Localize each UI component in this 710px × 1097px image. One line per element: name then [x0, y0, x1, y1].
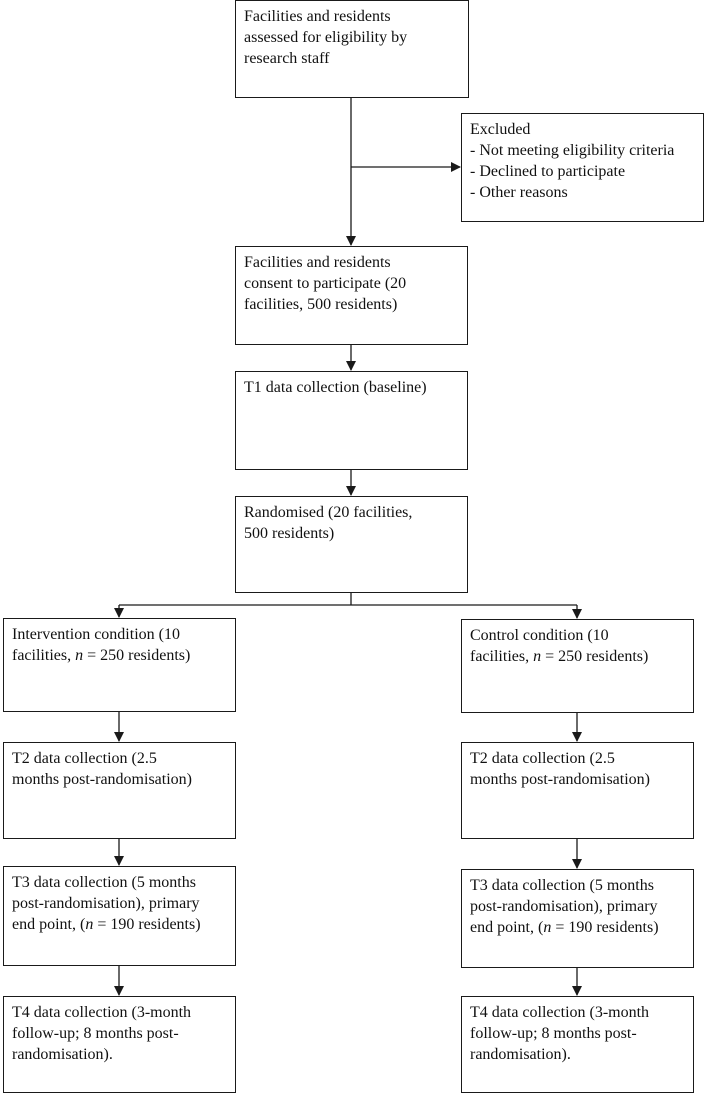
t1-box: T1 data collection (baseline)	[235, 371, 468, 470]
right-t2-text: T2 data collection (2.5 months post-rand…	[470, 750, 650, 788]
randomised-box: Randomised (20 facilities, 500 residents…	[235, 496, 468, 593]
consent-box: Facilities and residents consent to part…	[235, 246, 468, 345]
left-t4-text: T4 data collection (3-month follow-up; 8…	[12, 1004, 192, 1063]
randomised-text: Randomised (20 facilities, 500 residents…	[244, 504, 413, 542]
intervention-condition-text: Intervention condition (10 facilities, n…	[12, 626, 191, 664]
left-t3-text: T3 data collection (5 months post-random…	[12, 874, 201, 933]
left-t3-box: T3 data collection (5 months post-random…	[3, 866, 236, 966]
excluded-box: Excluded - Not meeting eligibility crite…	[461, 113, 704, 222]
right-t3-text: T3 data collection (5 months post-random…	[470, 877, 659, 936]
excluded-item: - Not meeting eligibility criteria	[470, 142, 675, 159]
excluded-list: - Not meeting eligibility criteria - Dec…	[470, 140, 695, 203]
left-t2-box: T2 data collection (2.5 months post-rand…	[3, 742, 236, 839]
left-t4-box: T4 data collection (3-month follow-up; 8…	[3, 996, 236, 1093]
right-t4-box: T4 data collection (3-month follow-up; 8…	[461, 996, 694, 1093]
assessed-box: Facilities and residents assessed for el…	[235, 0, 469, 98]
right-t4-text: T4 data collection (3-month follow-up; 8…	[470, 1004, 650, 1063]
excluded-title: Excluded	[470, 121, 531, 138]
assessed-text: Facilities and residents assessed for el…	[244, 8, 408, 67]
right-t3-box: T3 data collection (5 months post-random…	[461, 869, 694, 968]
control-condition-text: Control condition (10 facilities, n = 25…	[470, 627, 649, 665]
excluded-item: - Declined to participate	[470, 163, 626, 180]
excluded-item: - Other reasons	[470, 184, 568, 201]
intervention-condition-box: Intervention condition (10 facilities, n…	[3, 618, 236, 712]
consent-text: Facilities and residents consent to part…	[244, 254, 407, 313]
right-t2-box: T2 data collection (2.5 months post-rand…	[461, 742, 694, 839]
control-condition-box: Control condition (10 facilities, n = 25…	[461, 619, 694, 713]
t1-text: T1 data collection (baseline)	[244, 379, 427, 396]
left-t2-text: T2 data collection (2.5 months post-rand…	[12, 750, 192, 788]
